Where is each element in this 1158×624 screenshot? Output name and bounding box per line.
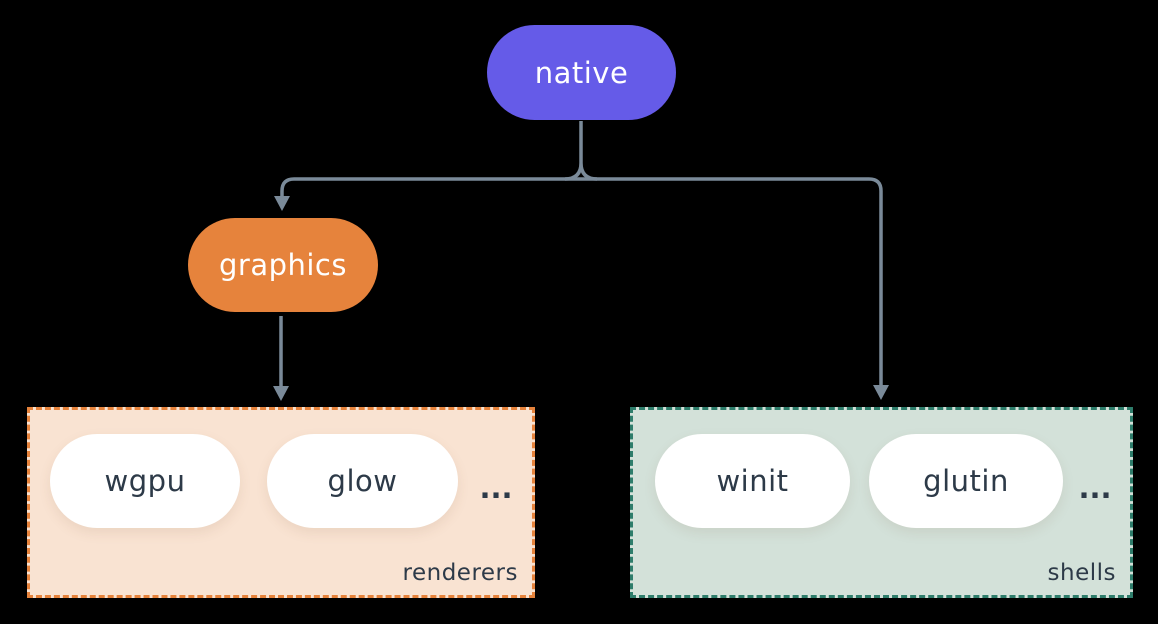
node-native-label: native [534,55,629,90]
renderers-ellipsis: ... [479,471,513,505]
node-winit: winit [655,434,850,528]
node-wgpu: wgpu [50,434,240,528]
shells-ellipsis: ... [1078,471,1112,505]
node-winit-label: winit [716,464,789,498]
group-renderers-label: renderers [402,560,518,586]
arrowhead-to-renderers [273,386,289,401]
node-native: native [487,25,676,120]
edge-native-stub [564,121,598,181]
node-glow-label: glow [327,464,398,498]
node-glutin: glutin [869,434,1063,528]
group-renderers: wgpu glow ... renderers [27,407,535,598]
arrowhead-to-graphics [274,196,290,211]
node-graphics-label: graphics [218,248,347,282]
node-graphics: graphics [188,218,378,312]
node-glutin-label: glutin [923,464,1009,498]
arrowhead-to-shells [873,385,889,400]
group-shells: winit glutin ... shells [630,407,1133,598]
node-glow: glow [267,434,458,528]
node-wgpu-label: wgpu [104,464,186,498]
group-shells-label: shells [1047,560,1116,586]
